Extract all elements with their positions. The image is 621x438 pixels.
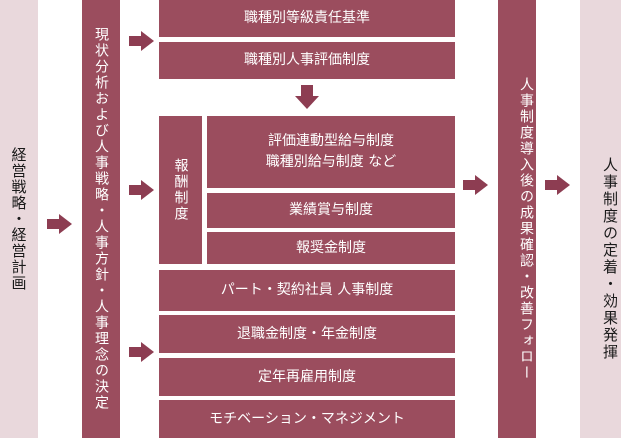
compensation-label-box: 報酬制度 (159, 116, 202, 264)
result-box: 人事制度の定着・効果発揮 (580, 0, 621, 438)
evaluation-system-label: 職種別人事評価制度 (244, 52, 370, 68)
reward-system-label: 報奨金制度 (296, 239, 366, 256)
grade-standard-box: 職種別等級責任基準 (159, 0, 455, 37)
followup-label: 人事制度導入後の成果確認・改善フォロー (518, 77, 534, 381)
part-time-system-label: パート・契約社員 人事制度 (220, 282, 394, 298)
motivation-management-box: モチベーション・マネジメント (159, 400, 455, 438)
result-label: 人事制度の定着・効果発揮 (601, 157, 619, 361)
retirement-system-box: 退職金制度・年金制度 (159, 315, 455, 353)
bonus-system-label: 業績賞与制度 (289, 202, 373, 218)
retirement-system-label: 退職金制度・年金制度 (237, 325, 377, 342)
evaluation-system-box: 職種別人事評価制度 (159, 42, 455, 79)
analysis-box: 現状分析および人事戦略・人事方針・人事理念の決定 (82, 0, 120, 438)
analysis-label: 現状分析および人事戦略・人事方針・人事理念の決定 (93, 27, 109, 411)
part-time-system-box: パート・契約社員 人事制度 (159, 270, 455, 311)
motivation-management-label: モチベーション・マネジメント (209, 410, 405, 427)
reemployment-system-box: 定年再雇用制度 (159, 358, 455, 396)
followup-box: 人事制度導入後の成果確認・改善フォロー (498, 0, 536, 438)
grade-standard-label: 職種別等級責任基準 (244, 10, 370, 26)
bonus-system-box: 業績賞与制度 (207, 193, 455, 228)
salary-system-label: 評価連動型給与制度 職種別給与制度 など (265, 133, 397, 170)
strategy-label: 経営戦略・経営計画 (9, 147, 28, 291)
salary-system-box: 評価連動型給与制度 職種別給与制度 など (207, 116, 455, 188)
compensation-label: 報酬制度 (172, 158, 189, 222)
reemployment-system-label: 定年再雇用制度 (258, 368, 356, 385)
strategy-box: 経営戦略・経営計画 (0, 0, 38, 438)
reward-system-box: 報奨金制度 (207, 232, 455, 264)
